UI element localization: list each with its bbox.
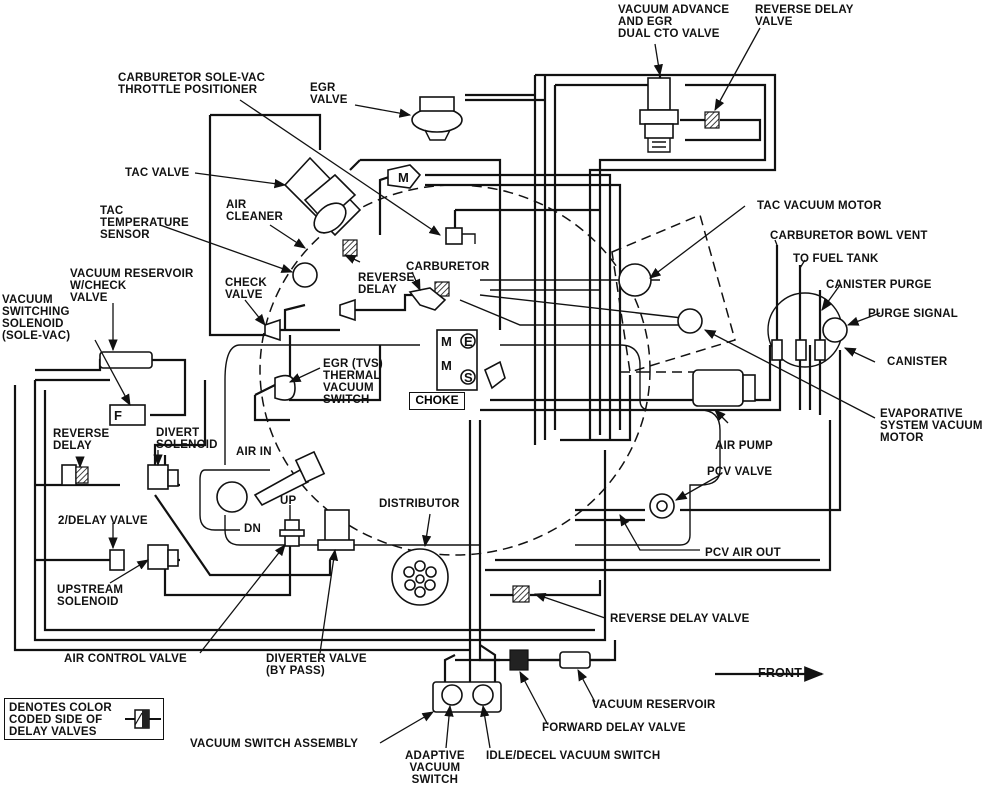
label-vacuum-switch-assembly: VACUUM SWITCH ASSEMBLY: [190, 738, 359, 750]
label-upstream-solenoid: UPSTREAM SOLENOID: [57, 584, 124, 608]
left-fitting-1: [61, 464, 77, 486]
egr-valve: [411, 96, 463, 141]
divert-solenoid: [147, 464, 169, 490]
air-pump: [692, 369, 756, 407]
label-air-pump: AIR PUMP: [715, 440, 773, 452]
label-check-valve: CHECK VALVE: [225, 277, 267, 301]
check-valve: [264, 318, 281, 342]
label-pcv-air-out: PCV AIR OUT: [705, 547, 781, 559]
label-carb-bowl-vent: CARBURETOR BOWL VENT: [770, 230, 928, 242]
label-vacuum-switching-solenoid: VACUUM SWITCHING SOLENOID (SOLE-VAC): [2, 294, 71, 342]
label-vacuum-advance-egr: VACUUM ADVANCE AND EGR DUAL CTO VALVE: [618, 4, 730, 40]
reverse-delay-valve-bottom: [512, 585, 530, 603]
m-top-letter: M: [398, 170, 409, 185]
evap-dashed-box: [611, 213, 736, 373]
reverse-delay-mid: [342, 239, 358, 257]
label-adaptive-vacuum-switch: ADAPTIVE VACUUM SWITCH: [405, 750, 465, 786]
label-canister: CANISTER: [887, 356, 948, 368]
label-front: FRONT: [758, 666, 803, 680]
label-tac-valve: TAC VALVE: [125, 167, 190, 179]
label-forward-delay-valve: FORWARD DELAY VALVE: [542, 722, 686, 734]
intake-outline: [199, 469, 270, 531]
m-carb-letter: M: [441, 334, 452, 349]
dual-cto-valve: [639, 77, 679, 153]
tac-valve: [283, 156, 362, 237]
carburetor-body: [408, 287, 447, 311]
choke-box: CHOKE: [409, 392, 465, 410]
leader-lines: [75, 27, 881, 749]
label-carburetor: CARBURETOR: [406, 261, 490, 273]
hose-routing: [13, 73, 842, 700]
label-reverse-delay-valve-top: REVERSE DELAY VALVE: [755, 4, 854, 28]
label-vacuum-reservoir: VACUUM RESERVOIR: [592, 699, 716, 711]
carb-sole-vac: [445, 227, 476, 245]
vacuum-switching-solenoid: F: [109, 404, 146, 426]
label-tac-vacuum-motor: TAC VACUUM MOTOR: [757, 200, 882, 212]
label-air-in: AIR IN: [236, 446, 272, 458]
label-distributor: DISTRIBUTOR: [379, 498, 460, 510]
label-dn: DN: [244, 523, 262, 535]
two-delay-valve: [109, 549, 125, 571]
label-up: UP: [280, 495, 297, 507]
label-tac-temp-sensor: TAC TEMPERATURE SENSOR: [100, 205, 189, 241]
legend-delay-valve-icon: [125, 709, 161, 729]
label-reverse-delay-left: REVERSE DELAY: [53, 428, 110, 452]
legend: DENOTES COLOR CODED SIDE OF DELAY VALVES: [4, 698, 164, 740]
label-pcv-valve: PCV VALVE: [707, 466, 773, 478]
distributor: [391, 548, 449, 606]
pcv-valve: [649, 493, 675, 519]
label-egr-tvs: EGR (TVS) THERMAL VACUUM SWITCH: [323, 358, 383, 406]
label-air-cleaner: AIR CLEANER: [226, 199, 283, 223]
vacuum-switch-assembly: [432, 681, 502, 713]
carburetor-reverse-delay: [434, 281, 450, 297]
reverse-delay-valve-top: [704, 111, 720, 129]
upstream-solenoid: [147, 544, 169, 570]
label-to-fuel-tank: TO FUEL TANK: [793, 253, 879, 265]
label-air-control-valve: AIR CONTROL VALVE: [64, 653, 187, 665]
label-carb-sole-vac: CARBURETOR SOLE-VAC THROTTLE POSITIONER: [118, 72, 266, 96]
s-letter: S: [464, 370, 473, 385]
f-solenoid-letter: F: [114, 408, 122, 423]
evap-vacuum-motor: [677, 308, 703, 334]
vacuum-reservoir-bottom: [559, 651, 591, 669]
label-canister-purge: CANISTER PURGE: [826, 279, 932, 291]
tac-vacuum-motor: [618, 263, 652, 297]
label-reverse-delay-valve-bottom: REVERSE DELAY VALVE: [610, 613, 750, 625]
label-diverter-valve: DIVERTER VALVE (BY PASS): [266, 653, 367, 677]
label-reverse-delay-mid: REVERSE DELAY: [358, 272, 415, 296]
label-two-delay-valve: 2/DELAY VALVE: [58, 515, 148, 527]
canister-group: [767, 245, 848, 368]
legend-text: DENOTES COLOR CODED SIDE OF DELAY VALVES: [9, 702, 112, 738]
egr-tvs-switch: [274, 374, 296, 401]
vacuum-reservoir-left: [99, 351, 153, 369]
air-cleaner-outline: [259, 184, 651, 556]
forward-delay-valve: [509, 649, 529, 671]
air-in-valve: [216, 450, 326, 513]
label-idle-decel-switch: IDLE/DECEL VACUUM SWITCH: [486, 750, 661, 762]
e-letter: E: [464, 334, 473, 349]
reverse-delay-left: [75, 466, 89, 484]
diverter-valve: [317, 509, 355, 551]
label-divert-solenoid: DIVERT SOLENOID: [156, 427, 218, 451]
label-evap-motor: EVAPORATIVE SYSTEM VACUUM MOTOR: [880, 408, 983, 444]
m-vacuum-motor: M: [387, 164, 422, 189]
label-vacuum-reservoir-check: VACUUM RESERVOIR W/CHECK VALVE: [70, 268, 194, 304]
tac-temperature-sensor: [292, 262, 318, 288]
m-carb-letter-2: M: [441, 358, 452, 373]
air-control-valve: [279, 505, 305, 547]
label-purge-signal: PURGE SIGNAL: [868, 308, 958, 320]
label-egr-valve: EGR VALVE: [310, 82, 348, 106]
